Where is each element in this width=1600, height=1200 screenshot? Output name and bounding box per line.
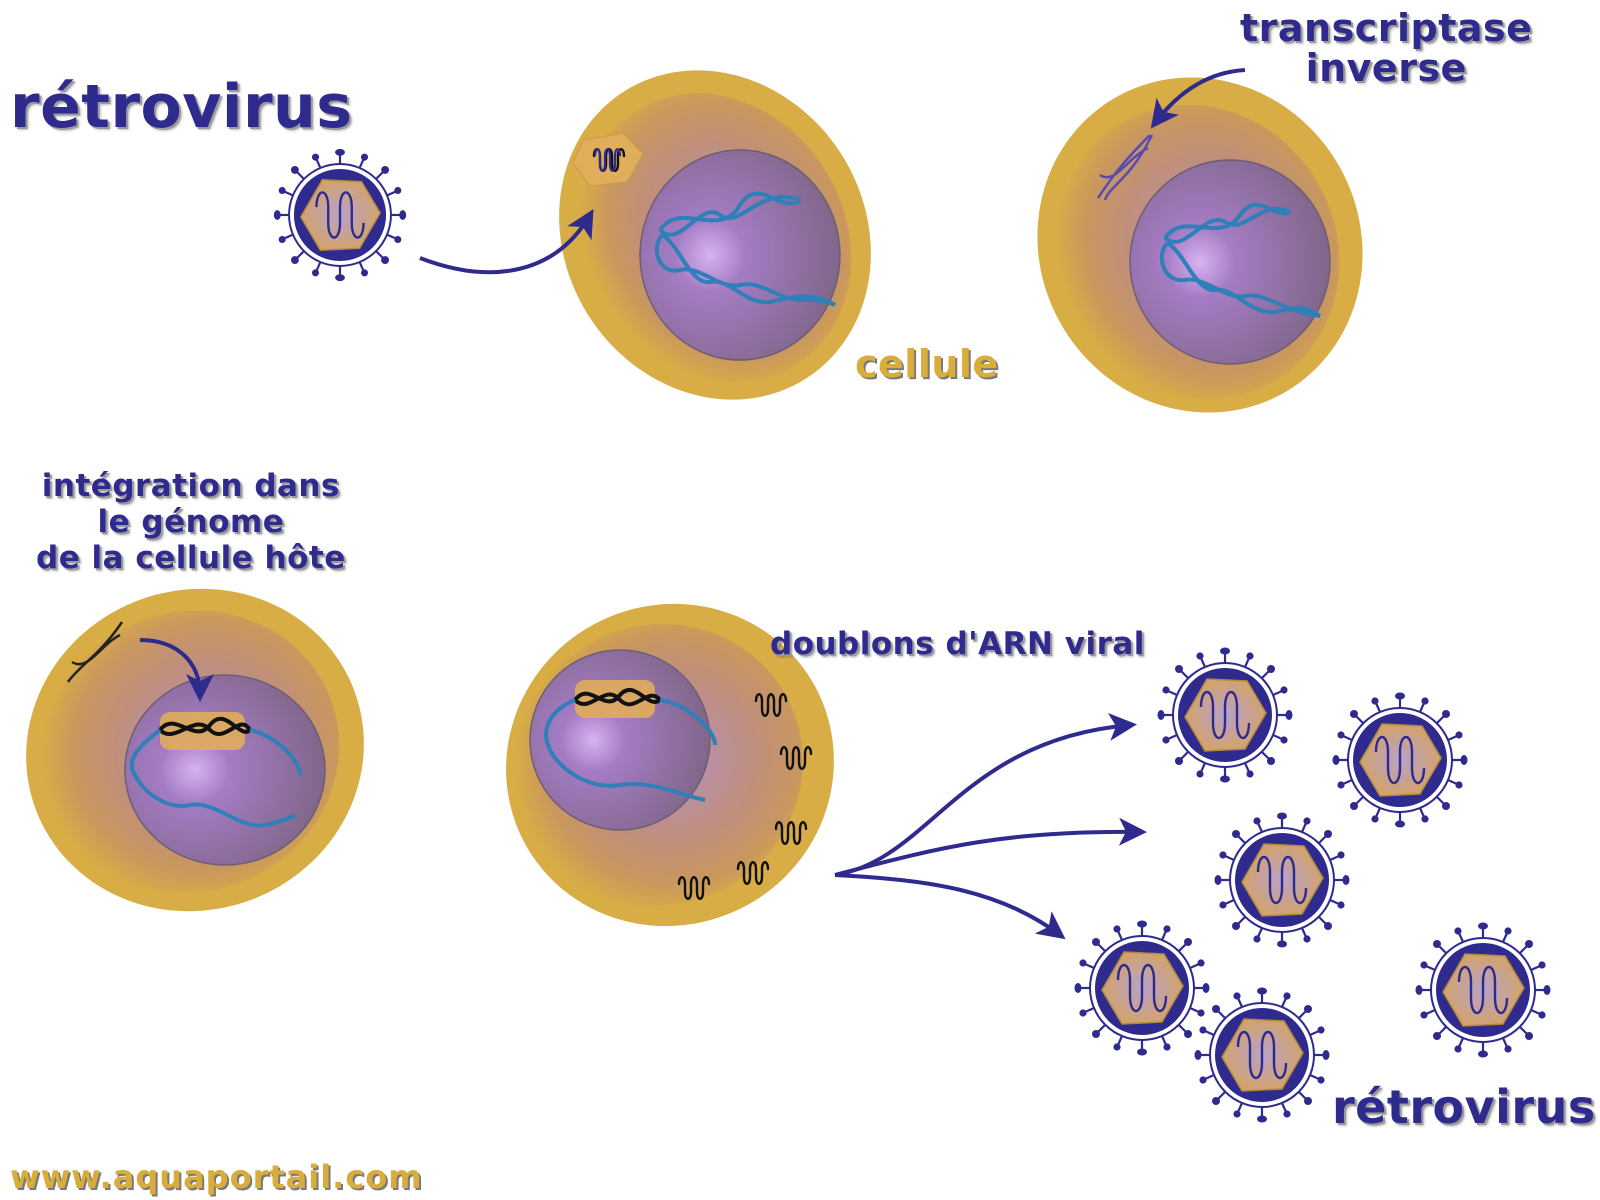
label-retrovirus-bottom: rétrovirus	[1332, 1080, 1596, 1134]
integration-line-1: intégration dans	[41, 468, 340, 504]
host-dna-3	[129, 716, 302, 828]
arrow-transcriptase	[1150, 68, 1246, 129]
transcriptase-line-1: transcriptase	[1240, 6, 1533, 50]
virus-particle	[1213, 811, 1351, 949]
transcriptase-line-2: inverse	[1305, 46, 1467, 90]
virus-particle	[1156, 646, 1294, 784]
host-dna-1	[654, 191, 837, 307]
arrow-virus-to-cell	[419, 208, 594, 275]
nucleus-2	[1129, 159, 1331, 365]
nucleus-1	[639, 149, 841, 361]
arrow-integration	[139, 638, 214, 702]
viral-cdna-1	[1096, 134, 1154, 201]
virus-particle	[1073, 919, 1211, 1057]
title-retrovirus: rétrovirus	[10, 72, 353, 142]
nucleus-3	[124, 674, 326, 866]
integration-line-2: le génome	[97, 504, 285, 540]
arrow-release-1	[834, 712, 1137, 877]
virus-particle	[1331, 691, 1469, 829]
label-transcriptase-inverse: transcriptase inverse	[1240, 8, 1532, 88]
virus-particle	[1414, 921, 1552, 1059]
virus-particle	[272, 147, 408, 283]
integration-line-3: de la cellule hôte	[36, 540, 346, 576]
viral-capsid-entering	[572, 132, 644, 187]
label-integration: intégration dans le génome de la cellule…	[36, 468, 346, 576]
nucleus-4	[529, 649, 711, 831]
host-dna-2	[1159, 202, 1322, 318]
viral-cdna-2	[66, 621, 124, 683]
label-doublons-arn: doublons d'ARN viral	[770, 626, 1145, 662]
virus-particle	[1193, 986, 1331, 1124]
arrow-release-3	[834, 873, 1066, 940]
watermark: www.aquaportail.com	[10, 1158, 423, 1196]
arrow-release-2	[834, 817, 1147, 877]
host-dna-4	[544, 687, 717, 802]
label-cellule: cellule	[855, 342, 999, 386]
